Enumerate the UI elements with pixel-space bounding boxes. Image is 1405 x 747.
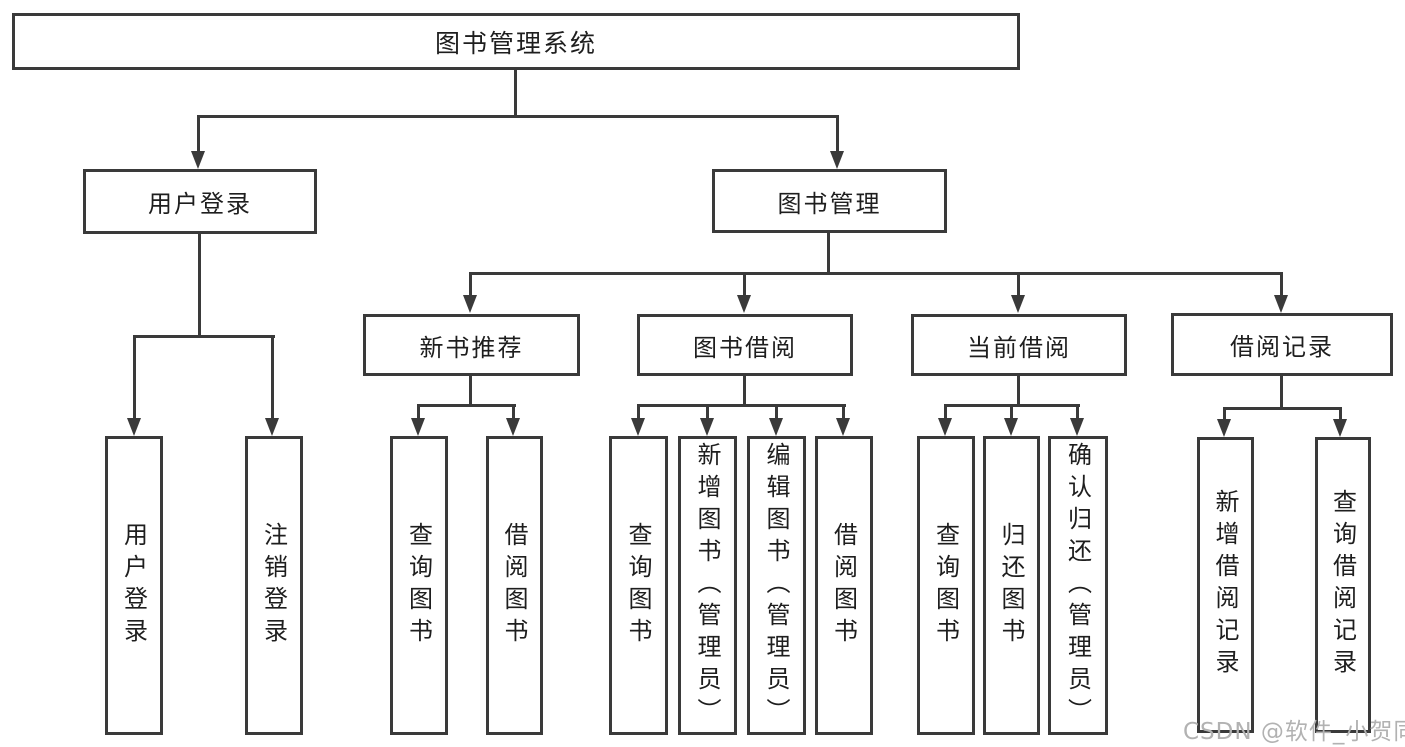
- leaf-return-book: 归还图书: [983, 436, 1040, 735]
- edge-line: [706, 404, 709, 420]
- arrowhead-icon: [737, 295, 751, 313]
- edge-line: [1076, 404, 1079, 420]
- node-new-books: 新书推荐: [363, 314, 580, 376]
- arrowhead-icon: [411, 418, 425, 436]
- leaf-query-books-borrow: 查询图书: [609, 436, 668, 735]
- edge-line: [469, 272, 1283, 275]
- leaf-borrow-book: 借阅图书: [815, 436, 873, 735]
- leaf-query-books-newbooks: 查询图书: [390, 436, 448, 735]
- edge-line: [637, 404, 640, 420]
- leaf-edit-book-admin: 编辑图书（管理员）: [747, 436, 806, 735]
- node-user-login: 用户登录: [83, 169, 317, 234]
- edge-line: [197, 115, 839, 118]
- edge-line: [1280, 376, 1283, 409]
- edge-line: [775, 404, 778, 420]
- edge-line: [944, 404, 947, 420]
- arrowhead-icon: [506, 418, 520, 436]
- edge-line: [1339, 407, 1342, 423]
- arrowhead-icon: [631, 418, 645, 436]
- arrowhead-icon: [127, 418, 141, 436]
- edge-line: [743, 272, 746, 297]
- edge-line: [417, 404, 516, 407]
- arrowhead-icon: [463, 295, 477, 313]
- edge-line: [1017, 272, 1020, 297]
- arrowhead-icon: [191, 151, 205, 169]
- edge-line: [469, 272, 472, 297]
- arrowhead-icon: [1011, 295, 1025, 313]
- edge-line: [512, 404, 515, 420]
- node-book-borrow: 图书借阅: [637, 314, 853, 376]
- arrowhead-icon: [1274, 295, 1288, 313]
- edge-line: [271, 335, 274, 420]
- arrowhead-icon: [836, 418, 850, 436]
- arrowhead-icon: [265, 418, 279, 436]
- arrowhead-icon: [1070, 418, 1084, 436]
- leaf-confirm-return-admin: 确认归还（管理员）: [1048, 436, 1108, 735]
- node-root-system: 图书管理系统: [12, 13, 1020, 70]
- leaf-add-book-admin: 新增图书（管理员）: [678, 436, 737, 735]
- arrowhead-icon: [1333, 419, 1347, 437]
- edge-line: [827, 232, 830, 274]
- arrowhead-icon: [700, 418, 714, 436]
- edge-line: [469, 375, 472, 406]
- edge-line: [133, 335, 136, 420]
- edge-line: [1010, 404, 1013, 420]
- edge-line: [743, 375, 746, 406]
- arrowhead-icon: [769, 418, 783, 436]
- edge-line: [1280, 272, 1283, 297]
- edge-line: [842, 404, 845, 420]
- edge-line: [836, 115, 839, 153]
- leaf-borrow-books-newbooks: 借阅图书: [486, 436, 543, 735]
- edge-line: [1017, 375, 1020, 406]
- leaf-query-books-current: 查询图书: [917, 436, 975, 735]
- leaf-add-borrow-record: 新增借阅记录: [1197, 437, 1254, 733]
- edge-line: [514, 69, 517, 117]
- edge-line: [1223, 407, 1342, 410]
- leaf-query-borrow-record: 查询借阅记录: [1315, 437, 1371, 733]
- edge-line: [198, 233, 201, 337]
- arrowhead-icon: [1004, 418, 1018, 436]
- edge-line: [637, 404, 846, 407]
- edge-line: [197, 115, 200, 153]
- node-borrow-records: 借阅记录: [1171, 313, 1393, 376]
- leaf-logout: 注销登录: [245, 436, 303, 735]
- arrowhead-icon: [830, 151, 844, 169]
- node-book-mgmt: 图书管理: [712, 169, 947, 233]
- csdn-watermark: CSDN @软件_小贺同学: [1183, 719, 1405, 745]
- edge-line: [133, 335, 275, 338]
- leaf-user-login: 用户登录: [105, 436, 163, 735]
- edge-line: [417, 404, 420, 420]
- arrowhead-icon: [1217, 419, 1231, 437]
- edge-line: [1223, 407, 1226, 423]
- node-current-borrow: 当前借阅: [911, 314, 1127, 376]
- arrowhead-icon: [938, 418, 952, 436]
